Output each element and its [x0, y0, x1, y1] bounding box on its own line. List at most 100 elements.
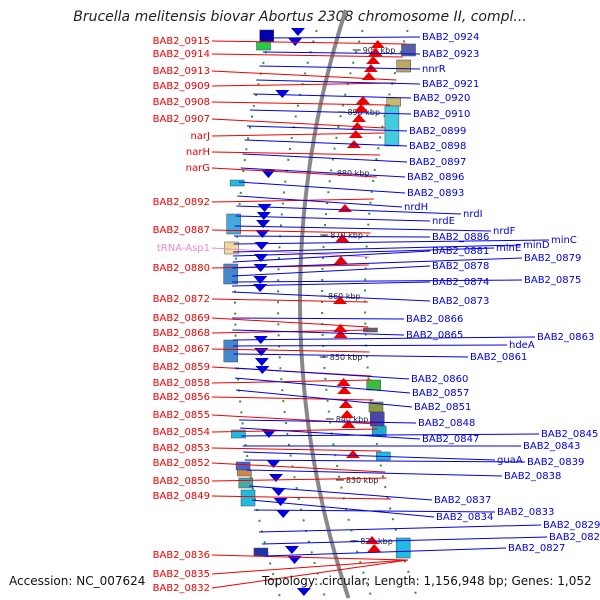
left-gene-label: BAB2_0880	[153, 263, 210, 274]
feature-box	[226, 213, 241, 235]
right-gene-label: hdeA	[509, 340, 535, 351]
ruler-label: 840 kbp	[336, 415, 369, 424]
left-gene-label: BAB2_0915	[153, 36, 210, 47]
leader-line	[211, 559, 408, 575]
leader-line	[240, 427, 421, 440]
ruler-label: 850 kbp	[330, 353, 363, 362]
feature-box	[237, 469, 252, 477]
feature-box	[223, 339, 239, 363]
reverse-gene-arrow	[276, 510, 291, 518]
right-gene-label: BAB2_0861	[470, 352, 527, 363]
left-gene-label: BAB2_0855	[153, 410, 210, 421]
leader-line	[211, 53, 403, 58]
feature-box	[229, 179, 245, 187]
leader-line	[237, 195, 403, 208]
leader-line	[232, 317, 405, 320]
right-gene-label: BAB2_0896	[407, 172, 464, 183]
feature-box	[235, 461, 251, 471]
right-gene-label: BAB2_0875	[524, 275, 581, 286]
reverse-gene-arrow	[253, 276, 268, 284]
summary-label: Topology: circular; Length: 1,156,948 bp…	[262, 574, 592, 588]
leader-line	[242, 153, 408, 163]
right-gene-label: BAB2_0847	[422, 434, 479, 445]
leader-line	[239, 419, 417, 424]
leader-line	[211, 40, 407, 45]
left-gene-label: narJ	[190, 131, 210, 142]
right-gene-label: nrdI	[463, 209, 483, 220]
leader-line	[238, 181, 406, 194]
right-gene-label: BAB2_0879	[524, 253, 581, 264]
ruler-label: 880 kbp	[337, 169, 370, 178]
left-gene-label: BAB2_0856	[153, 392, 210, 403]
leader-line	[211, 462, 386, 473]
right-gene-label: BAB2_0920	[413, 93, 470, 104]
forward-gene-arrow	[348, 130, 363, 138]
reverse-gene-arrow	[256, 220, 271, 228]
forward-gene-arrow	[337, 386, 352, 394]
feature-box	[253, 547, 269, 557]
left-gene-label: BAB2_0858	[153, 378, 210, 389]
right-gene-label: BAB2_0910	[413, 109, 470, 120]
leader-line	[244, 139, 408, 147]
leader-line	[211, 70, 397, 81]
left-gene-label: BAB2_0850	[153, 476, 210, 487]
right-gene-label: BAB2_0828	[549, 532, 600, 543]
reverse-gene-arrow	[256, 212, 271, 220]
left-gene-label: narG	[186, 163, 210, 174]
right-gene-label: BAB2_0860	[411, 374, 468, 385]
reverse-gene-arrow	[284, 546, 299, 554]
reverse-gene-arrow	[257, 204, 272, 212]
right-gene-label: BAB2_0924	[422, 32, 479, 43]
leader-line	[232, 247, 495, 257]
left-gene-label: BAB2_0909	[153, 81, 210, 92]
leader-line	[258, 524, 542, 533]
right-gene-label: BAB2_0857	[412, 388, 469, 399]
leader-line	[240, 167, 406, 178]
right-gene-label: BAB2_0886	[432, 232, 489, 243]
leader-line	[261, 536, 548, 545]
right-gene-label: BAB2_0848	[418, 418, 475, 429]
feature-box	[395, 537, 411, 559]
right-gene-label: BAB2_0881	[432, 246, 489, 257]
leader-line	[211, 132, 385, 137]
leader-line	[232, 257, 523, 269]
right-gene-label: BAB2_0865	[406, 330, 463, 341]
leader-line	[211, 317, 369, 328]
reverse-gene-arrow	[255, 230, 270, 238]
leader-line	[211, 348, 370, 353]
leader-line	[211, 559, 408, 589]
leader-line	[233, 353, 469, 358]
right-gene-label: BAB2_0898	[409, 141, 466, 152]
left-gene-label: narH	[186, 147, 210, 158]
forward-gene-arrow	[338, 400, 353, 408]
leader-line	[251, 499, 435, 518]
right-gene-label: minD	[523, 240, 550, 251]
leader-line	[233, 244, 522, 253]
right-gene-label: nnrR	[422, 64, 446, 75]
leader-line	[211, 554, 408, 561]
forward-gene-arrow	[335, 234, 350, 242]
leader-line	[234, 225, 492, 232]
left-gene-label: BAB2_0913	[153, 66, 210, 77]
reverse-gene-arrow	[253, 264, 268, 272]
leader-line	[262, 51, 421, 55]
leader-line	[244, 459, 526, 463]
feature-box	[231, 429, 246, 439]
left-gene-label: BAB2_0892	[153, 197, 210, 208]
leader-line	[266, 36, 421, 39]
leader-line	[243, 451, 496, 461]
feature-box	[240, 489, 256, 507]
right-gene-label: BAB2_0837	[434, 495, 491, 506]
left-gene-label: BAB2_0872	[153, 294, 210, 305]
right-gene-label: BAB2_0897	[409, 157, 466, 168]
backbone-circle	[298, 9, 351, 599]
left-gene-label: BAB2_0854	[153, 427, 210, 438]
right-gene-label: BAB2_0827	[508, 543, 565, 554]
leader-line	[211, 447, 382, 452]
left-gene-label: BAB2_0832	[153, 583, 210, 594]
leader-line	[249, 109, 412, 115]
forward-gene-arrow	[354, 104, 369, 112]
leader-line	[234, 367, 410, 380]
reverse-gene-arrow	[287, 556, 302, 564]
right-gene-label: BAB2_0829	[543, 520, 600, 531]
